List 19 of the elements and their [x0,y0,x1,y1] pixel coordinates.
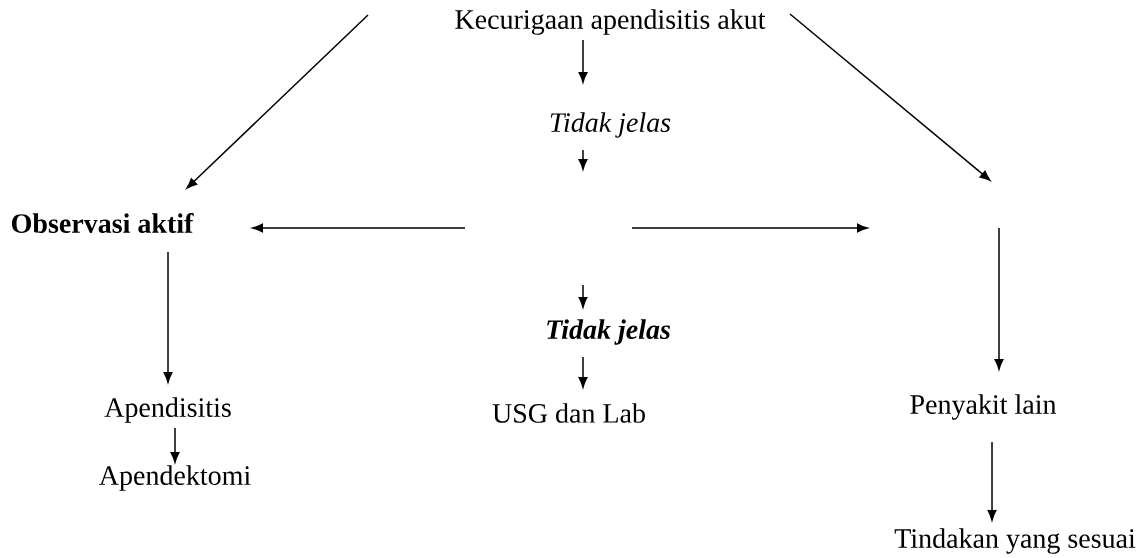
arrow [578,284,588,308]
arrow [186,14,369,189]
arrow [170,427,180,463]
arrow [578,149,588,170]
arrow [578,356,588,388]
condition-text: Tidak jelas [547,319,670,345]
step-text: Kecurigaan apendisitis akut [455,9,766,35]
step-text: Tindakan yang sesuai [894,528,1136,554]
step-text: Penyakit lain [910,394,1057,420]
arrow [163,251,173,383]
step-text: Observasi aktif [12,213,194,233]
step-text: Apendektomi [99,465,251,491]
arrow [578,39,588,83]
arrow [252,223,466,233]
arrow [987,441,997,521]
step-text: USG dan Lab [492,403,645,423]
condition-text: Tidak jelas [550,112,671,138]
arrow [994,227,1004,370]
step-text: Apendisitis [104,397,231,423]
